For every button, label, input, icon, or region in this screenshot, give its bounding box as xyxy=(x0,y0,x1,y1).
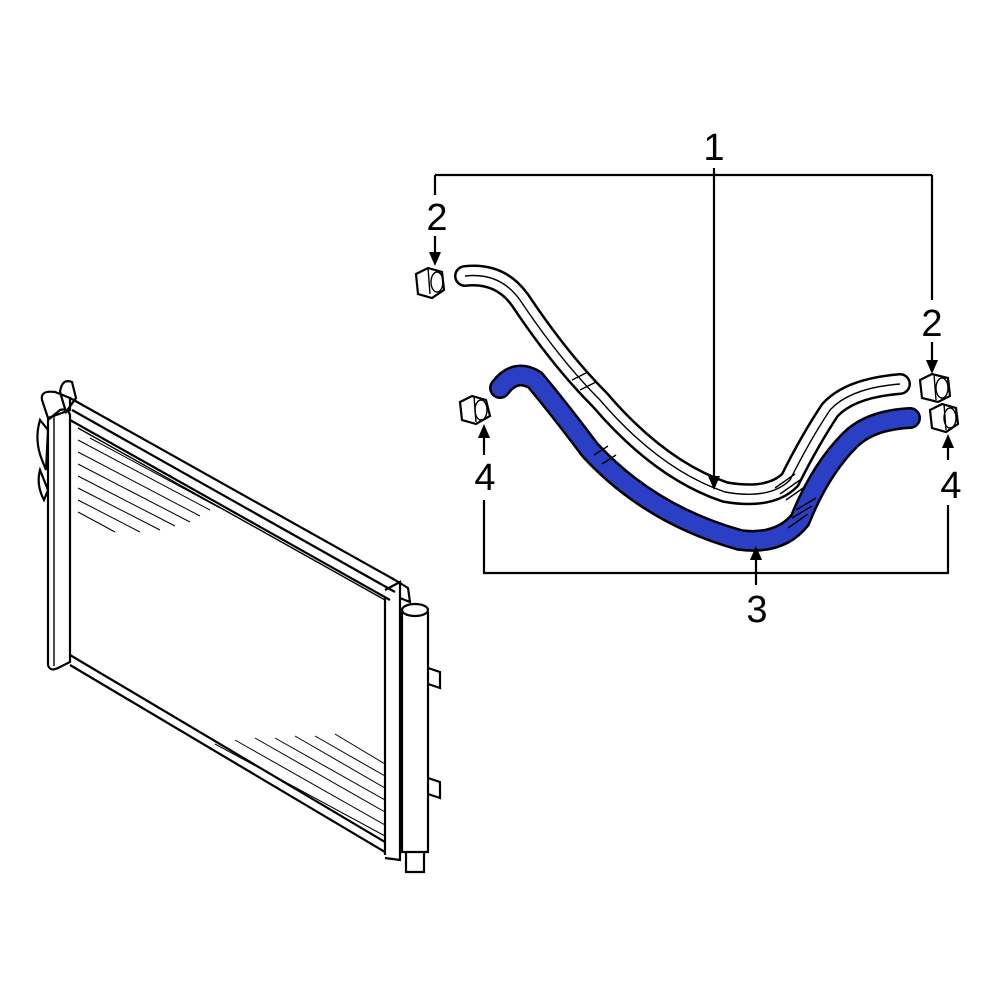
hose-3[interactable] xyxy=(489,364,921,552)
callout-4-right: 4 xyxy=(940,465,961,507)
fitting-2-right[interactable] xyxy=(918,372,952,404)
callout-4-left: 4 xyxy=(474,457,495,499)
fitting-2-left[interactable] xyxy=(414,266,446,300)
callout-3: 3 xyxy=(746,589,767,631)
callout-1: 1 xyxy=(703,127,724,169)
core-fins-upper xyxy=(77,437,221,533)
leader-lines xyxy=(429,168,954,585)
core-fins-lower xyxy=(214,733,386,837)
callout-2-right: 2 xyxy=(921,303,942,345)
fitting-4-right[interactable] xyxy=(928,402,960,434)
radiator-core xyxy=(36,380,442,874)
callout-2-left: 2 xyxy=(426,197,447,239)
fitting-4-left[interactable] xyxy=(458,394,492,426)
hose-1[interactable] xyxy=(454,264,911,506)
